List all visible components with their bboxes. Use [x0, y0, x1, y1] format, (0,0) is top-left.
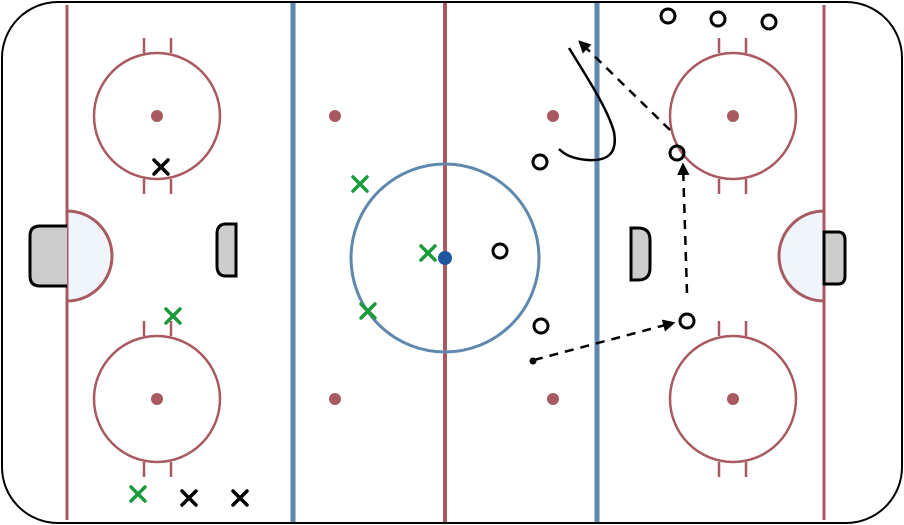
left-bottom-faceoff-circle — [92, 321, 222, 477]
right-bottom-faceoff-circle — [668, 321, 798, 477]
skating-path — [558, 47, 617, 162]
o-marker-icon — [491, 242, 509, 260]
o-marker-icon — [659, 7, 677, 25]
x-marker-icon — [351, 175, 369, 193]
x-marker-icon — [129, 485, 147, 503]
x-marker-icon — [231, 489, 249, 507]
team-a-green-players — [129, 175, 437, 503]
puck-dot-icon — [529, 357, 537, 365]
o-marker-icon — [531, 153, 549, 171]
center-faceoff-dot — [438, 251, 452, 265]
neutral-dot-right-top — [547, 110, 559, 122]
x-marker-icon — [180, 489, 198, 507]
team-a-black-players — [152, 158, 249, 507]
o-marker-icon — [668, 144, 686, 162]
right-top-faceoff-circle — [668, 38, 798, 194]
o-marker-icon — [678, 312, 696, 330]
left-net — [28, 224, 67, 288]
o-marker-icon — [709, 10, 727, 28]
neutral-dot-right-bottom — [547, 393, 559, 405]
left-bench-marker — [215, 222, 238, 278]
pass-arrow-diagonal — [578, 40, 671, 131]
x-marker-icon — [419, 244, 437, 262]
neutral-dot-left-bottom — [329, 393, 341, 405]
x-marker-icon — [152, 158, 170, 176]
pass-arrow-up — [677, 162, 690, 294]
right-goal-crease — [777, 209, 826, 303]
right-net — [822, 230, 847, 286]
left-goal-crease — [65, 209, 114, 303]
pass-arrow-low — [533, 319, 676, 362]
left-top-faceoff-circle — [92, 38, 222, 194]
neutral-dot-left-top — [329, 110, 341, 122]
x-marker-icon — [164, 307, 182, 325]
right-bench-marker — [629, 226, 652, 282]
x-marker-icon — [359, 302, 377, 320]
o-marker-icon — [760, 13, 778, 31]
o-marker-icon — [532, 317, 550, 335]
team-b-players — [491, 7, 778, 335]
center-faceoff-circle — [349, 162, 541, 354]
